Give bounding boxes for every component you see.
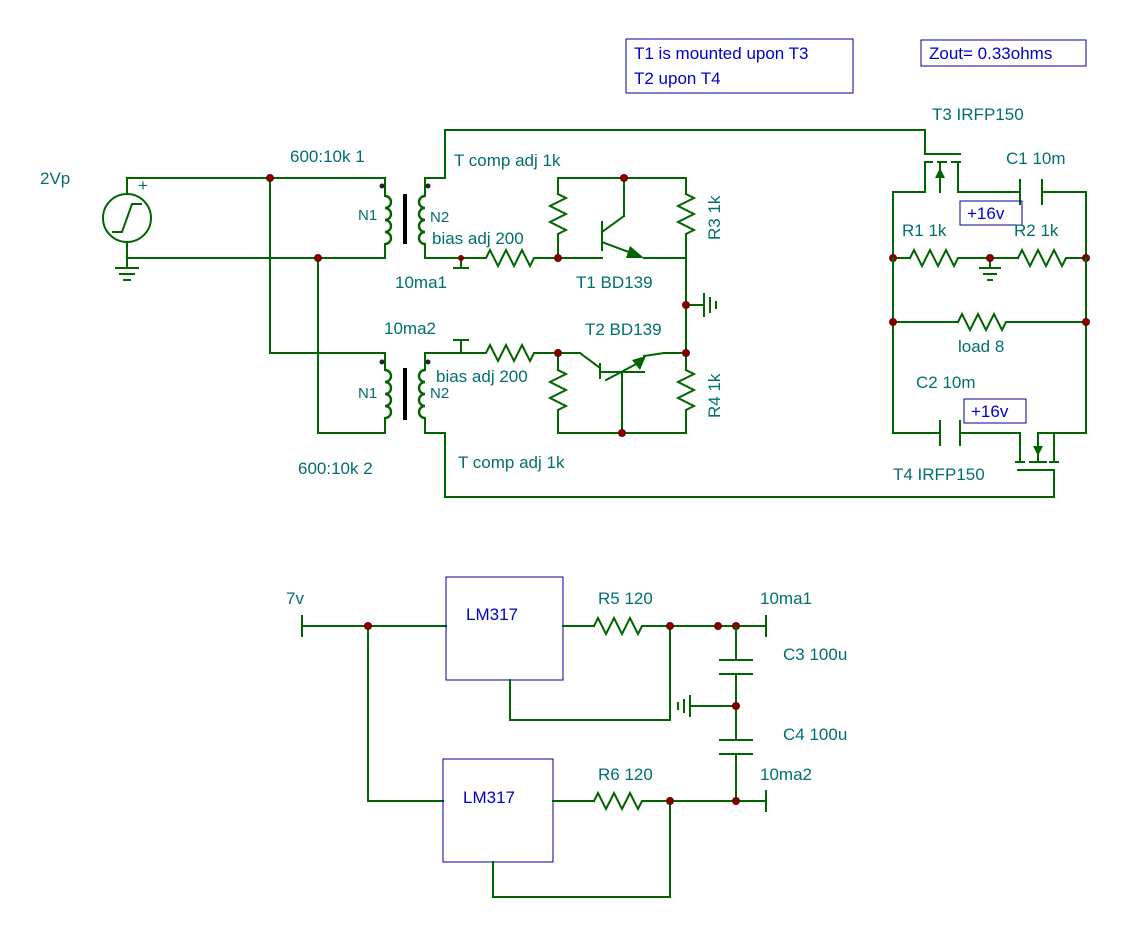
source-label: 2Vp — [40, 169, 70, 188]
r5-label: R5 120 — [598, 589, 653, 608]
c1-label: C1 10m — [1006, 149, 1066, 168]
ma2-top-label: 10ma2 — [384, 319, 436, 338]
c2-label: C2 10m — [916, 373, 976, 392]
supply-top-label: +16v — [967, 204, 1005, 223]
mounting-note-line1: T1 is mounted upon T3 — [634, 44, 809, 63]
transformer-2-label: 600:10k 2 — [298, 459, 373, 478]
zout-label: Zout= 0.33ohms — [929, 44, 1052, 63]
transformer-1-label: 600:10k 1 — [290, 147, 365, 166]
zout-note: Zout= 0.33ohms — [920, 39, 1087, 67]
r6-label: R6 120 — [598, 765, 653, 784]
c4-label: C4 100u — [783, 725, 847, 744]
transformer-1-n2: N2 — [430, 209, 449, 226]
ma1-top-label: 10ma1 — [395, 273, 447, 292]
supply-bottom-label: +16v — [971, 402, 1009, 421]
c3-label: C3 100u — [783, 645, 847, 664]
mounting-note: T1 is mounted upon T3 T2 upon T4 — [625, 38, 854, 94]
driver-top: T comp adj 1k bias adj 200 10ma1 R3 1k T… — [395, 151, 724, 292]
output-stage: T3 IRFP150 C1 10m +16v R1 1k R2 1k — [444, 105, 1090, 498]
out1-label: 10ma1 — [760, 589, 812, 608]
vin-label: 7v — [286, 589, 304, 608]
r1-label: R1 1k — [902, 221, 947, 240]
transformer-2-n1: N1 — [358, 385, 377, 402]
r3-label: R3 1k — [705, 195, 724, 240]
driver-bottom: 10ma2 bias adj 200 T comp adj 1k R4 1k T… — [384, 319, 724, 472]
transformer-1-n1: N1 — [358, 207, 377, 224]
t3-label: T3 IRFP150 — [932, 105, 1024, 124]
source-plus-sign: + — [138, 176, 148, 195]
load-label: load 8 — [958, 337, 1004, 356]
t4-label: T4 IRFP150 — [893, 465, 985, 484]
transformer-2: N1 N2 600:10k 2 — [298, 339, 479, 498]
r2-label: R2 1k — [1014, 221, 1059, 240]
mounting-note-line2: T2 upon T4 — [634, 69, 721, 88]
signal-source: + 2Vp — [40, 169, 152, 281]
bias-bottom-label: bias adj 200 — [436, 367, 528, 386]
r4-label: R4 1k — [705, 373, 724, 418]
out2-label: 10ma2 — [760, 765, 812, 784]
t2-label: T2 BD139 — [585, 320, 662, 339]
primary-wiring — [126, 174, 386, 434]
lm317-bottom-label: LM317 — [463, 788, 515, 807]
regulator-section: 7v LM317 R5 120 10ma1 C3 100u C4 100u — [286, 576, 847, 898]
tcomp-top-label: T comp adj 1k — [454, 151, 561, 170]
bias-top-label: bias adj 200 — [432, 229, 524, 248]
transformer-1: N1 N2 600:10k 1 — [290, 129, 479, 269]
t1-label: T1 BD139 — [576, 273, 653, 292]
lm317-top-label: LM317 — [466, 605, 518, 624]
tcomp-bottom-label: T comp adj 1k — [458, 453, 565, 472]
driver-midpoint — [682, 257, 717, 354]
transformer-2-n2: N2 — [430, 385, 449, 402]
